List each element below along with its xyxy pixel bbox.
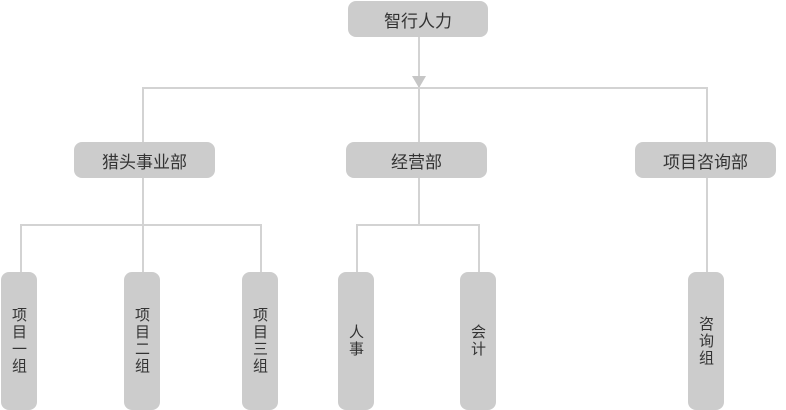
group-node[interactable]: 人事 bbox=[338, 272, 374, 410]
dept-label: 猎头事业部 bbox=[102, 152, 187, 173]
group-node[interactable]: 会计 bbox=[460, 272, 496, 410]
group-label: 项目一组 bbox=[10, 307, 28, 375]
group-label: 会计 bbox=[469, 324, 487, 358]
connector-group5-up bbox=[478, 224, 480, 272]
group-node[interactable]: 咨询组 bbox=[688, 272, 724, 410]
dept-label: 经营部 bbox=[391, 152, 442, 173]
connector-group2-up bbox=[142, 224, 144, 272]
connector-group4-up bbox=[356, 224, 358, 272]
connector-dept1-up bbox=[142, 87, 144, 143]
connector-group3-up bbox=[260, 224, 262, 272]
arrow-down-icon bbox=[412, 76, 426, 88]
connector-dept1-bus bbox=[20, 224, 262, 226]
group-node[interactable]: 项目一组 bbox=[1, 272, 37, 410]
connector-dept3-up bbox=[706, 87, 708, 143]
connector-dept3-down bbox=[706, 178, 708, 272]
connector-group1-up bbox=[20, 224, 22, 272]
dept-node-consulting[interactable]: 项目咨询部 bbox=[635, 142, 776, 178]
group-label: 咨询组 bbox=[697, 315, 715, 367]
connector-dept2-up bbox=[418, 87, 420, 143]
dept-node-headhunting[interactable]: 猎头事业部 bbox=[74, 142, 215, 178]
group-label: 人事 bbox=[347, 324, 365, 358]
connector-dept2-bus bbox=[356, 224, 480, 226]
group-label: 项目三组 bbox=[251, 307, 269, 375]
connector-dept2-down bbox=[418, 178, 420, 226]
dept-node-operations[interactable]: 经营部 bbox=[346, 142, 487, 178]
connector-dept1-down bbox=[142, 178, 144, 226]
root-node[interactable]: 智行人力 bbox=[348, 1, 488, 37]
connector-dept-bus bbox=[142, 87, 708, 89]
connector-root-down bbox=[418, 36, 420, 88]
group-node[interactable]: 项目三组 bbox=[242, 272, 278, 410]
group-node[interactable]: 项目二组 bbox=[124, 272, 160, 410]
dept-label: 项目咨询部 bbox=[663, 152, 748, 173]
root-label: 智行人力 bbox=[384, 11, 452, 32]
group-label: 项目二组 bbox=[133, 307, 151, 375]
